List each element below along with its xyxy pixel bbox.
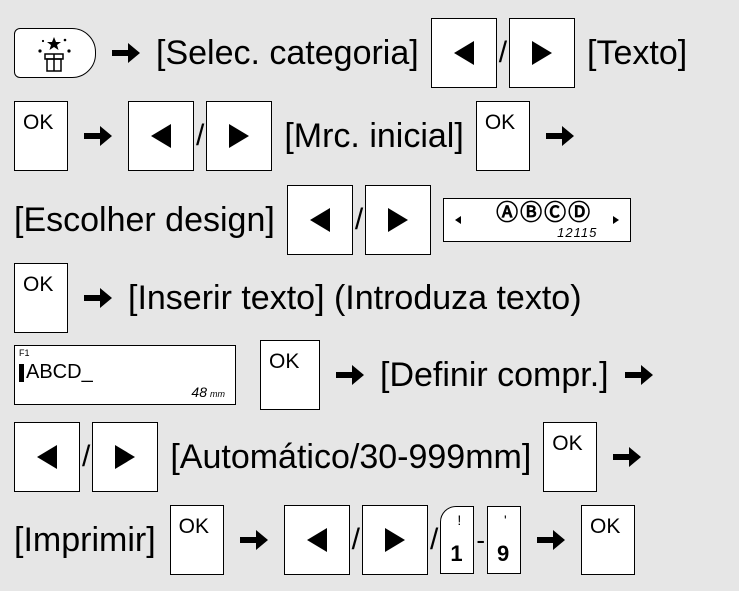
range-dash: -: [476, 525, 486, 555]
ok-key-label: OK: [484, 111, 516, 134]
lcd-design-marks: ⒶⒷⒸⒹ: [496, 200, 593, 225]
arrow-right-icon: [84, 288, 112, 308]
ok-key[interactable]: OK: [543, 422, 598, 492]
right-key[interactable]: [92, 422, 159, 492]
arrow-right-icon: [545, 126, 574, 146]
left-key[interactable]: [286, 185, 353, 255]
lcd-text: ABCD_: [26, 361, 93, 383]
right-triangle-icon: [115, 445, 136, 469]
step-text: [Texto]: [587, 34, 688, 72]
arrow-right-icon: [239, 530, 268, 550]
step-row-6: / [Automático/30-999mm] OK: [14, 422, 731, 492]
step-row-4: OK [Inserir texto] (Introduza texto): [14, 263, 731, 333]
step-choose-design: [Escolher design]: [14, 201, 275, 239]
step-set-length: [Definir compr.]: [380, 356, 609, 394]
number-key-9-symbol: ': [504, 512, 507, 528]
left-triangle-icon: [37, 445, 57, 469]
separator-slash: /: [354, 203, 364, 236]
lcd-font-tag: F1: [19, 348, 30, 358]
number-key-1[interactable]: ! 1: [440, 506, 475, 574]
left-key[interactable]: [430, 18, 497, 88]
number-key-9-label: 9: [497, 541, 510, 566]
gift-icon: [38, 37, 71, 72]
lcd-design-preview: ⒶⒷⒸⒹ 12115: [443, 198, 632, 242]
left-triangle-icon: [306, 528, 327, 552]
ok-key-label: OK: [590, 515, 621, 538]
right-key[interactable]: [206, 101, 273, 171]
left-triangle-icon: [151, 124, 171, 148]
step-row-2: OK / [Mrc. inicial] OK: [14, 101, 731, 171]
right-triangle-icon: [229, 124, 250, 148]
step-print: [Imprimir]: [14, 521, 156, 559]
step-length-options: [Automático/30-999mm]: [170, 438, 532, 476]
lcd-length-value: 48: [191, 384, 207, 400]
number-key-1-symbol: !: [457, 512, 462, 528]
step-row-3: [Escolher design] / ⒶⒷⒸⒹ 12115: [14, 185, 731, 255]
number-key-1-label: 1: [450, 541, 463, 566]
step-insert-text: [Inserir texto] (Introduza texto): [128, 279, 582, 317]
template-key[interactable]: [14, 28, 96, 78]
right-triangle-icon: [532, 41, 553, 65]
arrow-right-icon: [84, 126, 112, 146]
step-select-category: [Selec. categoria]: [156, 34, 419, 72]
separator-slash: /: [498, 36, 508, 69]
ok-key-label: OK: [23, 111, 54, 134]
separator-slash: /: [351, 523, 360, 556]
right-triangle-icon: [388, 208, 409, 232]
right-triangle-icon: [385, 528, 405, 552]
step-row-1: [Selec. categoria] / [Texto]: [14, 18, 731, 88]
arrow-right-icon: [613, 447, 642, 467]
left-key[interactable]: [283, 505, 350, 575]
right-key[interactable]: [365, 185, 432, 255]
arrow-right-icon: [112, 43, 140, 63]
separator-slash: /: [82, 440, 91, 473]
step-row-7: [Imprimir] OK / / ! 1 - ' 9 OK: [14, 505, 731, 575]
lcd-length-unit: mm: [210, 389, 225, 399]
step-initial-mark: [Mrc. inicial]: [284, 117, 464, 155]
ok-key[interactable]: OK: [581, 505, 636, 575]
number-key-9[interactable]: ' 9: [487, 506, 522, 574]
ok-key-label: OK: [552, 432, 583, 455]
ok-key[interactable]: OK: [169, 505, 224, 575]
arrow-right-icon: [624, 365, 653, 385]
lcd-cursor-marker: [19, 364, 24, 382]
ok-key[interactable]: OK: [475, 101, 530, 171]
lcd-design-value: 12115: [557, 225, 598, 240]
separator-slash: /: [430, 523, 439, 556]
left-key[interactable]: [14, 422, 80, 492]
ok-key[interactable]: OK: [260, 340, 320, 410]
ok-key-label: OK: [269, 350, 300, 373]
separator-slash: /: [196, 119, 205, 152]
lcd-left-arrow-icon: [455, 216, 462, 224]
left-triangle-icon: [453, 41, 474, 65]
ok-key[interactable]: OK: [14, 101, 68, 171]
lcd-text-preview: F1 ABCD_ 48 mm: [14, 345, 236, 405]
left-key[interactable]: [128, 101, 194, 171]
lcd-right-arrow-icon: [613, 216, 620, 224]
ok-key[interactable]: OK: [14, 263, 68, 333]
step-row-5: F1 ABCD_ 48 mm OK [Definir compr.]: [14, 340, 731, 410]
left-triangle-icon: [309, 208, 330, 232]
arrow-right-icon: [336, 365, 364, 385]
right-key[interactable]: [509, 18, 576, 88]
ok-key-label: OK: [23, 273, 54, 296]
ok-key-label: OK: [178, 515, 209, 538]
arrow-right-icon: [537, 530, 566, 550]
right-key[interactable]: [362, 505, 428, 575]
